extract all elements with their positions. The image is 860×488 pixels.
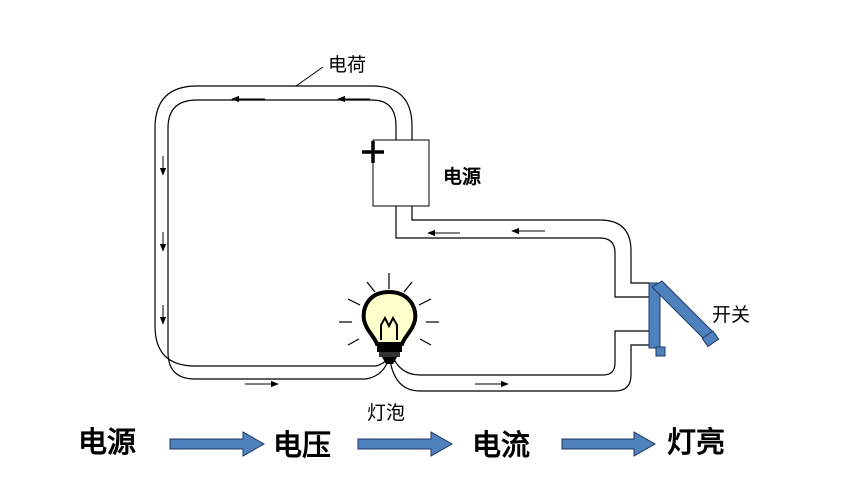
causal-flow: 电源 电压 电流 灯亮	[78, 425, 725, 462]
flow-step-1: 电源	[78, 425, 136, 459]
power-source-label: 电源	[443, 165, 481, 188]
flow-arrow-1	[169, 431, 266, 457]
plus-icon	[362, 141, 384, 163]
flow-step-3: 电流	[472, 428, 530, 462]
flow-arrow-2	[357, 431, 454, 457]
flow-step-2: 电压	[273, 428, 331, 462]
switch-label: 开关	[712, 304, 750, 326]
charge-leader-line	[295, 66, 324, 87]
circuit-wire	[154, 85, 650, 392]
charge-label: 电荷	[328, 54, 366, 76]
flow-step-4: 灯亮	[667, 425, 725, 459]
flow-arrow-3	[561, 431, 657, 457]
battery	[362, 139, 430, 207]
switch-icon[interactable]	[648, 280, 720, 357]
bulb-label: 灯泡	[367, 402, 405, 424]
light-bulb-icon	[339, 273, 439, 364]
